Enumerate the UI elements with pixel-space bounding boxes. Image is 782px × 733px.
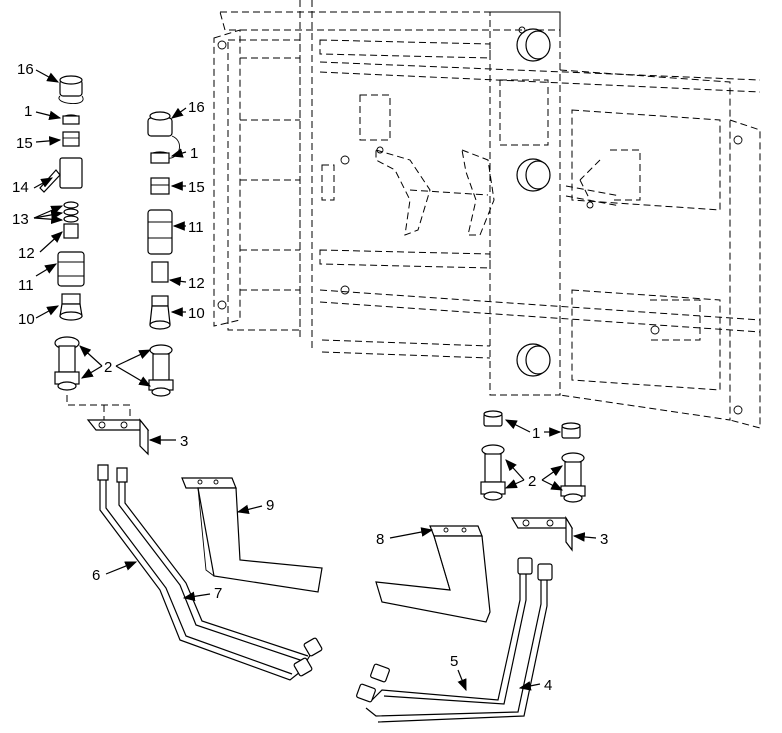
callout-1-right: 1: [190, 145, 198, 162]
mounting-bracket-left: [66, 395, 150, 456]
callout-11-left: 11: [18, 277, 34, 294]
callout-15-right: 15: [188, 179, 205, 196]
callout-3-right: 3: [600, 531, 608, 548]
callout-2-left: 2: [104, 359, 112, 376]
callout-6: 6: [92, 567, 100, 584]
right-lower-fittings: [356, 410, 586, 723]
carriage-rollers: [217, 26, 743, 415]
callout-1-left: 1: [24, 103, 32, 120]
callout-3-left: 3: [180, 433, 188, 450]
deflector-plate-9: [181, 477, 323, 593]
hydraulic-tubes-left: [97, 464, 323, 681]
callout-8: 8: [376, 531, 384, 548]
callout-14: 14: [12, 179, 29, 196]
callout-16-right: 16: [188, 99, 205, 116]
bulkhead-unions-left: [54, 336, 174, 397]
callout-9: 9: [266, 497, 274, 514]
callout-16-left: 16: [17, 61, 34, 78]
callout-2-right: 2: [528, 473, 536, 490]
callout-12-right: 12: [188, 275, 205, 292]
callout-13: 13: [12, 211, 29, 228]
callout-15-left: 15: [16, 135, 33, 152]
callout-5: 5: [450, 653, 458, 670]
callout-11-right: 11: [188, 219, 204, 236]
callout-10-left: 10: [18, 311, 35, 328]
left-coupler-stack: [39, 75, 85, 321]
callout-10-right: 10: [188, 305, 205, 322]
callout-12-left: 12: [18, 245, 35, 262]
callout-1-lower: 1: [532, 425, 540, 442]
callout-4: 4: [544, 677, 552, 694]
right-coupler-stack: [147, 111, 180, 330]
callout-labels: 16 1 15 14 13 12 11 10 16 1 15 11 12 10 …: [12, 61, 608, 694]
carriage-frame-phantom: [213, 0, 761, 429]
callout-7: 7: [214, 585, 222, 602]
callout-leaders: [33, 69, 597, 692]
